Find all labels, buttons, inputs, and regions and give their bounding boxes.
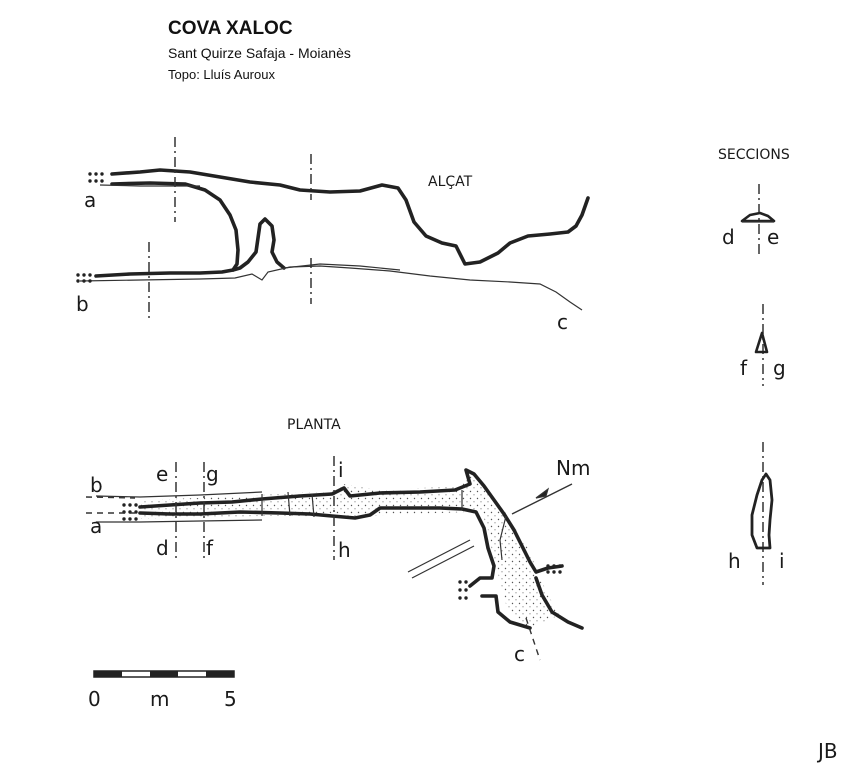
author-signature: JB <box>816 739 838 763</box>
north-arrow-line <box>511 483 573 515</box>
elevation-point-a: a <box>84 188 96 212</box>
plan-cross-2 <box>287 491 291 517</box>
section-de-outline <box>740 211 776 223</box>
elevation-upper-floor <box>110 181 240 272</box>
section-point-f: f <box>740 356 748 380</box>
plan-inner-line <box>499 515 507 561</box>
north-parallel-2 <box>411 545 475 579</box>
plan-south-branch <box>480 594 532 630</box>
sections-label: SECCIONS <box>718 147 790 163</box>
survey-title: COVA XALOC <box>168 18 293 39</box>
plan-entrance-upper-line <box>95 491 263 498</box>
section-point-h: h <box>728 549 741 573</box>
section-fg-outline <box>754 331 769 354</box>
north-parallel-1 <box>407 539 471 573</box>
plan-label: PLANTA <box>287 417 341 433</box>
plan-south-wall <box>138 506 496 588</box>
elevation-upper-floor-detail <box>99 184 200 187</box>
section-point-e: e <box>767 225 779 249</box>
plan-point-c: c <box>514 642 525 666</box>
scale-bar: 0 m 5 <box>88 670 237 711</box>
scale-unit: m <box>150 687 169 711</box>
plan-point-f: f <box>206 536 214 560</box>
scale-end: 5 <box>224 687 237 711</box>
plan-east-branch <box>534 576 584 630</box>
elevation-point-c: c <box>557 310 568 334</box>
plan-north-wall <box>138 468 564 574</box>
elevation-point-b: b <box>76 292 89 316</box>
elevation-entrance-b-dots <box>76 273 92 283</box>
section-point-d: d <box>722 225 735 249</box>
plan-axis-b <box>85 496 136 499</box>
plan-point-h: h <box>338 538 351 562</box>
plan-cross-3 <box>311 493 315 518</box>
section-point-g: g <box>773 356 786 380</box>
survey-location: Sant Quirze Safaja - Moianès <box>168 45 351 61</box>
plan-point-e: e <box>156 462 168 486</box>
section-point-i: i <box>779 549 785 573</box>
plan-view: PLANTA <box>85 417 590 666</box>
elevation-label: ALÇAT <box>428 174 473 190</box>
scale-start: 0 <box>88 687 101 711</box>
north-label: Nm <box>556 456 590 480</box>
plan-axis-c <box>525 617 541 661</box>
elevation-lower-roof <box>94 217 286 278</box>
plan-entrance-dots <box>122 503 138 521</box>
sections-view: SECCIONS d e f g h i <box>718 147 790 585</box>
north-arrow-head <box>535 487 550 499</box>
elevation-view: ALÇAT a b c <box>76 137 590 334</box>
elevation-entrance-a-dots <box>88 172 104 183</box>
plan-point-g: g <box>206 462 219 486</box>
elevation-upper-roof <box>110 168 590 266</box>
plan-point-i: i <box>338 458 344 482</box>
plan-point-b: b <box>90 473 103 497</box>
elevation-lower-floor <box>79 265 583 311</box>
plan-side-entrance-dots <box>458 564 562 600</box>
plan-entrance-lower-line <box>96 519 263 523</box>
plan-point-d: d <box>156 536 169 560</box>
survey-author: Topo: Lluís Auroux <box>168 67 275 82</box>
plan-point-a: a <box>90 514 102 538</box>
elevation-lower-floor-edge <box>283 263 401 271</box>
section-hi-outline <box>750 472 774 550</box>
